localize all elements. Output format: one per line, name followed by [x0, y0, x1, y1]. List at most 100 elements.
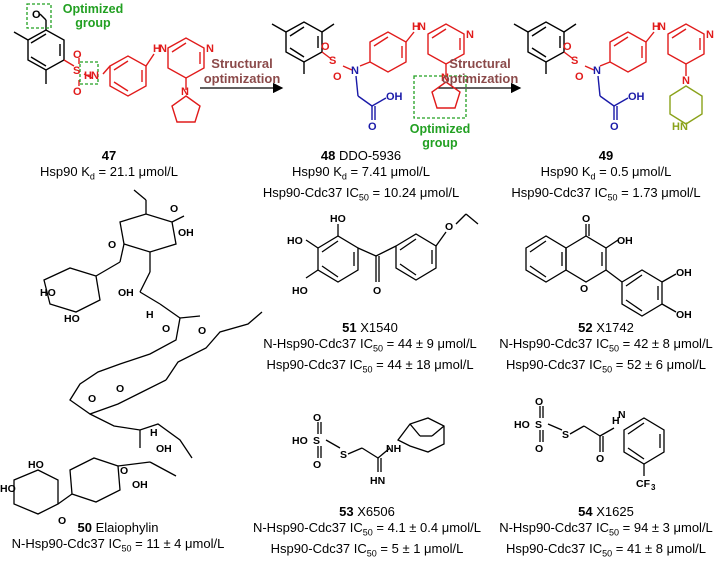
compound-number: 47	[101, 148, 117, 163]
atom-o5-50: O	[88, 393, 96, 405]
compound-number: 52	[578, 320, 593, 335]
atom-ho-54: HO	[514, 419, 530, 431]
caption-sub: d	[590, 171, 596, 182]
atom-o1-52: O	[582, 213, 590, 225]
atom-ho2-51: HO	[330, 213, 346, 225]
atom-n2-47: N	[206, 43, 214, 55]
atom-o-47: O	[32, 9, 41, 21]
atom-ho2-50: HO	[64, 313, 80, 325]
caption-line: Hsp90-Cdc37 IC	[262, 184, 359, 200]
atom-o8-50: O	[58, 515, 66, 527]
caption-sub: 50	[609, 527, 620, 538]
caption-value: = 21.1 μmol/L	[94, 164, 178, 179]
atom-o2-48: O	[333, 71, 342, 83]
atom-n-54: N	[618, 409, 626, 421]
atom-nh-h-49: H	[652, 21, 660, 33]
optimized-group-label-2: Optimized group	[409, 122, 471, 150]
atom-nh-h-48: H	[412, 21, 420, 33]
caption-51: 51 X1540 N-Hsp90-Cdc37 IC50 = 44 ± 9 μmo…	[246, 320, 494, 377]
caption-47: 47 Hsp90 Kd = 21.1 μmol/L	[14, 148, 204, 185]
atom-o4-50: O	[198, 325, 206, 337]
compound-number: 50	[77, 520, 92, 535]
caption-sub: 50	[602, 364, 613, 375]
atom-oh-49: OH	[628, 91, 645, 103]
compound-name: X6506	[357, 504, 395, 519]
atom-o-48: O	[321, 41, 330, 53]
caption-value: = 94 ± 3 μmol/L	[619, 520, 713, 535]
atom-h2-50: H	[150, 427, 158, 439]
compound-number: 53	[339, 504, 354, 519]
caption-line: Hsp90-Cdc37 IC	[270, 540, 367, 556]
caption-value: = 7.41 μmol/L	[346, 164, 430, 179]
compound-number: 51	[342, 320, 357, 335]
compound-48-structure	[271, 21, 465, 109]
caption-sub: 50	[358, 192, 369, 203]
atom-o2-47: O	[73, 49, 82, 61]
atom-o3-49: O	[610, 121, 619, 133]
caption-line: N-Hsp90-Cdc37 IC	[499, 336, 610, 351]
atom-nh-n-48: N	[418, 21, 426, 33]
caption-line: Hsp90-Cdc37 IC	[506, 356, 603, 372]
atom-h1-50: H	[146, 309, 154, 321]
compound-54-structure	[539, 406, 665, 476]
compound-50-structure	[13, 189, 263, 515]
atom-o-49: O	[563, 41, 572, 53]
atom-o2-50: O	[170, 203, 178, 215]
arrow-label-2: Structural optimization	[441, 56, 519, 86]
caption-value: = 44 ± 9 μmol/L	[383, 336, 477, 351]
atom-ho3-51: HO	[292, 285, 308, 297]
compound-name: DDO-5936	[338, 148, 402, 163]
caption-line: Hsp90 K	[40, 164, 90, 179]
atom-o3-54: O	[596, 453, 604, 465]
atom-n3-48: N	[441, 72, 449, 84]
atom-o6-50: O	[116, 383, 124, 395]
atom-cf-54: CF	[636, 478, 651, 490]
caption-48: 48 DDO-5936 Hsp90 Kd = 7.41 μmol/L Hsp90…	[236, 148, 486, 205]
caption-line: N-Hsp90-Cdc37 IC	[499, 520, 610, 535]
atom-o3-47: O	[73, 86, 82, 98]
atom-s-47: S	[73, 65, 80, 77]
caption-50: 50 Elaiophylin N-Hsp90-Cdc37 IC50 = 11 ±…	[0, 520, 236, 557]
atom-ho1-51: HO	[287, 235, 303, 247]
atom-oh4-50: OH	[132, 479, 148, 491]
caption-value: = 52 ± 6 μmol/L	[612, 356, 706, 372]
atom-o1-54: O	[535, 396, 543, 408]
compound-number: 49	[598, 148, 614, 163]
atom-s2-53: S	[340, 449, 347, 461]
atom-nh-h-47: H	[153, 43, 161, 55]
caption-sub: 50	[366, 548, 377, 559]
atom-n2-48: N	[466, 29, 474, 41]
atom-n-49: N	[593, 65, 601, 77]
atom-oh2-50: OH	[118, 287, 134, 299]
compound-47-structure	[13, 13, 205, 123]
caption-52: 52 X1742 N-Hsp90-Cdc37 IC50 = 42 ± 8 μmo…	[492, 320, 720, 377]
caption-sub: 50	[607, 192, 618, 203]
caption-54: 54 X1625 N-Hsp90-Cdc37 IC50 = 94 ± 3 μmo…	[492, 504, 720, 561]
atom-cf3-sub-54: 3	[651, 483, 656, 492]
compound-49-structure	[513, 21, 705, 76]
atom-ho1-50: HO	[40, 287, 56, 299]
atom-nh-n-47: N	[159, 43, 167, 55]
atom-ho-53: HO	[292, 435, 308, 447]
atom-o2-54: O	[535, 443, 543, 455]
caption-49: 49 Hsp90 Kd = 0.5 μmol/L Hsp90-Cdc37 IC5…	[500, 148, 712, 205]
caption-53: 53 X6506 N-Hsp90-Cdc37 IC50 = 4.1 ± 0.4 …	[240, 504, 494, 561]
atom-h-54: H	[612, 415, 620, 427]
atom-o1-51: O	[373, 285, 381, 297]
optimized-group-label-1: Optimized group	[62, 2, 124, 30]
compound-name: X1540	[360, 320, 398, 335]
atom-s1-54: S	[535, 419, 542, 431]
atom-o7-50: O	[120, 465, 128, 477]
atom-o1-53: O	[313, 412, 321, 424]
caption-line: Hsp90-Cdc37 IC	[506, 540, 603, 556]
compound-name: X1625	[596, 504, 634, 519]
caption-value: = 0.5 μmol/L	[595, 164, 672, 179]
caption-sub: 50	[602, 548, 613, 559]
caption-sub: 50	[609, 343, 620, 354]
caption-line: Hsp90-Cdc37 IC	[511, 184, 608, 200]
atom-s1-53: S	[313, 435, 320, 447]
atom-o3-48: O	[368, 121, 377, 133]
arrow-label-1: Structural optimization	[203, 56, 281, 86]
caption-line: N-Hsp90-Cdc37 IC	[252, 520, 363, 535]
caption-value: = 11 ± 4 μmol/L	[131, 536, 225, 551]
